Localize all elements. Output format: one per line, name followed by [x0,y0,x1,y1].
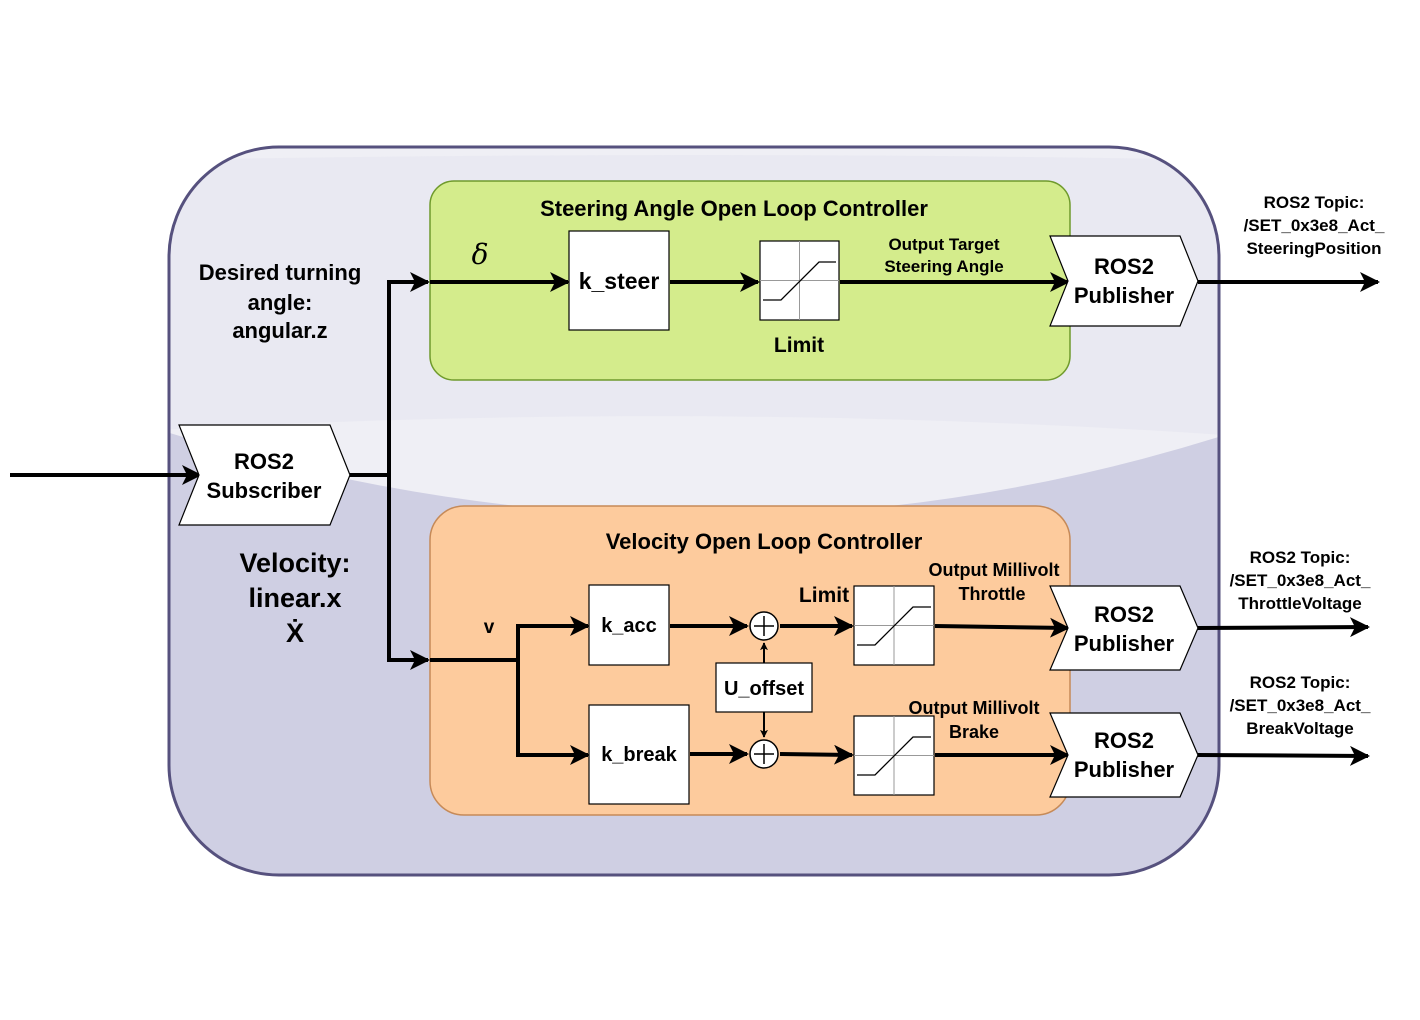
publisher-steering-shape [1049,235,1199,327]
wire-v-to-kacc [430,616,590,662]
brake-limit-curve [857,736,931,776]
wire-v-to-kbreak [516,660,590,765]
topic-steering-line2: /SET_0x3e8_Act_ [1244,216,1385,235]
publisher-throttle-line2: Publisher [1074,631,1175,656]
publisher-steering-line2: Publisher [1074,283,1175,308]
topic-steering-line1: ROS2 Topic: [1264,193,1365,212]
publisher-brake-line2: Publisher [1074,757,1175,782]
steering-limit-block [759,240,840,321]
wire-sum-to-limit-brake [779,744,854,765]
topic-label-brake: ROS2 Topic: /SET_0x3e8_Act_ BreakVoltage [1230,673,1371,738]
k-acc-label: k_acc [601,615,657,637]
wire-limit-to-publisher-throttle [934,617,1070,638]
throttle-limit-block [853,585,935,666]
topic-throttle-line3: ThrottleVoltage [1238,594,1361,613]
velocity-label-line1: Velocity: [239,548,350,578]
throttle-output-label-line1: Output Millivolt [929,560,1060,580]
u-offset-label: U_offset [724,678,804,700]
topic-throttle-line1: ROS2 Topic: [1250,548,1351,567]
topic-label-throttle: ROS2 Topic: /SET_0x3e8_Act_ ThrottleVolt… [1230,548,1371,613]
wire-throttle-topic [1197,617,1370,638]
velocity-limit-label: Limit [799,584,849,607]
wire-brake-topic [1197,745,1370,766]
topic-brake-line3: BreakVoltage [1246,719,1353,738]
outer-node-border [167,145,1221,877]
ros2-subscriber: ROS2 Subscriber [178,424,351,526]
velocity-input-label: Velocity: linear.x Ẋ [239,548,350,648]
k-break-label: k_break [601,744,677,766]
throttle-limit-curve [857,606,931,646]
brake-output-label-line1: Output Millivolt [909,698,1040,718]
turning-label-line1: Desired turning [199,260,362,285]
signal-wires [10,272,1380,766]
topic-steering-line3: SteeringPosition [1246,239,1381,258]
publisher-brake-shape [1049,712,1199,798]
delta-symbol: δ [472,238,489,271]
topic-label-steering: ROS2 Topic: /SET_0x3e8_Act_ SteeringPosi… [1244,193,1385,258]
k-acc-block [588,584,670,666]
velocity-label-line3: Ẋ [286,618,304,648]
publisher-throttle-line1: ROS2 [1094,602,1154,627]
subscriber-label-line2: Subscriber [207,478,322,503]
turning-label-line3: angular.z [232,318,327,343]
topic-throttle-line2: /SET_0x3e8_Act_ [1230,571,1371,590]
sum-junction-brake [749,739,779,769]
ros2-publisher-steering: ROS2 Publisher [1049,235,1199,327]
throttle-output-label-line2: Throttle [959,584,1026,604]
steering-output-label-line1: Output Target [888,235,999,254]
steering-limit-curve [763,261,836,301]
publisher-brake-line1: ROS2 [1094,728,1154,753]
wire-to-steering [350,272,430,477]
ros2-publisher-throttle: ROS2 Publisher [1049,585,1199,671]
subscriber-label-line1: ROS2 [234,449,294,474]
wire-to-velocity [387,475,430,670]
k-break-block [588,704,690,805]
brake-limit-block [853,715,935,796]
u-offset-block [715,662,813,713]
velocity-label-line2: linear.x [248,583,341,613]
ros2-publisher-brake: ROS2 Publisher [1049,712,1199,798]
steering-controller-title: Steering Angle Open Loop Controller [540,196,928,221]
k-steer-label: k_steer [579,268,660,294]
brake-output-label-line2: Brake [949,722,999,742]
k-steer-block [568,230,670,331]
turning-input-label: Desired turning angle: angular.z [199,260,362,343]
velocity-controller-title: Velocity Open Loop Controller [606,529,923,554]
steering-limit-label: Limit [774,334,824,357]
publisher-steering-line1: ROS2 [1094,254,1154,279]
publisher-throttle-shape [1049,585,1199,671]
turning-label-line2: angle: [248,290,313,315]
sum-junction-throttle [749,611,779,641]
steering-output-label-line2: Steering Angle [884,257,1003,276]
topic-brake-line1: ROS2 Topic: [1250,673,1351,692]
v-label: v [484,617,495,638]
subscriber-shape [178,424,351,526]
topic-brake-line2: /SET_0x3e8_Act_ [1230,696,1371,715]
